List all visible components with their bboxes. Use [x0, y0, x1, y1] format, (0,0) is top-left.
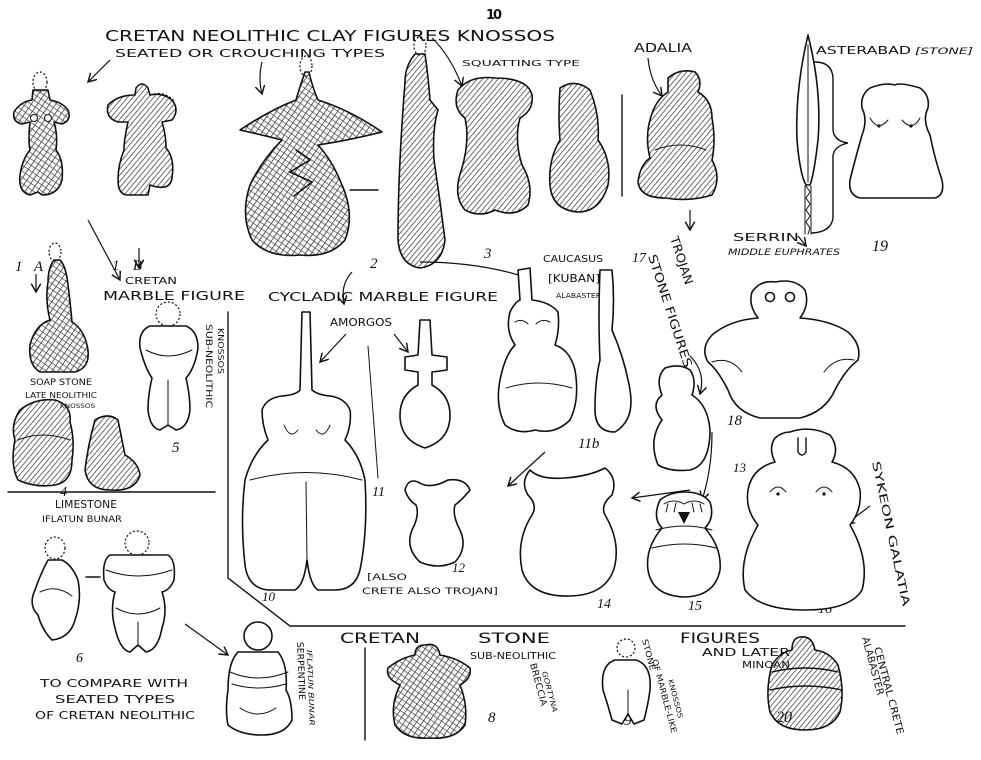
- label-cretan-marble-2: MARBLE FIGURE: [103, 289, 245, 303]
- figure-3-front: [456, 78, 532, 215]
- label-serpentine: SERPENTINE: [294, 642, 306, 701]
- figure-8-breccia: [388, 644, 471, 738]
- figure-19-asterabad: [850, 84, 943, 198]
- label-kuban: [KUBAN]: [548, 272, 600, 285]
- figure-number-5: 5: [172, 440, 180, 456]
- figure-16-sykeon: [743, 429, 864, 610]
- label-iflatun-bunar-serpentine: IFLATUN BUNAR: [305, 650, 316, 726]
- figure-number-6: 6: [76, 651, 83, 666]
- label-compare-2: SEATED TYPES: [55, 693, 175, 706]
- label-iflatun-bunar-limestone: IFLATUN BUNAR: [42, 515, 122, 525]
- label-compare-3: OF CRETAN NEOLITHIC: [35, 709, 195, 722]
- figure-number-11b: 11b: [578, 436, 600, 452]
- label-sub-neolithic-knossos-1: SUB-NEOLITHIC: [203, 324, 213, 408]
- figure-4-front: [13, 400, 73, 486]
- label-asterabad-material: [STONE]: [915, 47, 974, 57]
- label-cretan-stone-1: CRETAN: [340, 631, 420, 647]
- figure-10-cycladic: [243, 312, 366, 590]
- label-amorgos: AMORGOS: [330, 316, 392, 329]
- label-sub-neolithic-knossos-2: KNOSSOS: [216, 328, 225, 374]
- label-trojan: TROJAN: [667, 234, 696, 287]
- label-caucasus: CAUCASUS: [543, 254, 603, 265]
- figure-6-front: [104, 531, 175, 652]
- plate-title: CRETAN NEOLITHIC CLAY FIGURES KNOSSOS: [105, 27, 555, 45]
- label-serrin: SERRIN: [733, 231, 799, 244]
- figure-number-13: 13: [733, 460, 747, 475]
- figure-number-14: 14: [597, 597, 611, 612]
- figure-11b-caucasus-side: [595, 270, 631, 432]
- figure-2-side: [398, 37, 445, 268]
- figure-7-serpentine: [227, 622, 293, 735]
- label-asterabad: ASTERABAD: [816, 44, 911, 57]
- label-cretan-stone-2: STONE: [478, 631, 550, 647]
- figure-6-side: [32, 537, 79, 640]
- figure-number-3: 3: [483, 246, 492, 262]
- label-middle-euphrates: MIDDLE EUPHRATES: [728, 248, 840, 258]
- spearhead-serrin: [797, 35, 819, 234]
- figure-number-19: 19: [872, 238, 888, 255]
- plate-subtitle: SEATED OR CROUCHING TYPES: [115, 47, 385, 60]
- label-alabaster-caucasus: ALABASTER: [556, 292, 601, 300]
- figure-1a: [14, 72, 69, 195]
- figure-1b: [107, 84, 176, 195]
- figure-18: [705, 281, 859, 418]
- label-cretan-marble-1: CRETAN: [125, 276, 177, 287]
- figure-3-side: [550, 83, 609, 212]
- figure-12: [405, 480, 470, 566]
- label-adalia: ADALIA: [634, 41, 693, 55]
- figure-9-marble-like: [603, 639, 651, 724]
- label-sykeon-galatia: SYKEON GALATIA: [869, 460, 913, 608]
- figure-number-1a: 1 A: [15, 259, 44, 275]
- label-cycladic: CYCLADIC MARBLE FIGURE: [268, 290, 498, 304]
- figure-4-side: [85, 416, 140, 490]
- figure-number-2: 2: [370, 256, 378, 272]
- figure-number-17: 17: [632, 251, 647, 266]
- figure-number-11: 11: [372, 485, 385, 500]
- label-squatting-type: SQUATTING TYPE: [462, 59, 580, 68]
- figure-number-8: 8: [488, 710, 496, 726]
- label-breccia-period: SUB-NEOLITHIC: [470, 651, 556, 662]
- page-number: 10: [486, 8, 502, 23]
- label-cretan-stone-3: FIGURES: [680, 631, 760, 647]
- figure-5-cretan-marble: [140, 302, 198, 430]
- figure-number-15: 15: [688, 599, 702, 614]
- label-also-2: CRETE ALSO TROJAN]: [362, 587, 498, 597]
- figure-15: [648, 492, 721, 597]
- figure-2-front: [240, 56, 382, 255]
- figure-number-18: 18: [727, 413, 743, 429]
- label-compare-1: TO COMPARE WITH: [39, 677, 188, 690]
- label-soap-stone: SOAP STONE: [30, 378, 92, 388]
- figure-number-10: 10: [262, 589, 276, 604]
- figure-11-amorgos: [400, 320, 450, 448]
- figure-14: [520, 468, 616, 596]
- figure-17-adalia: [638, 71, 717, 200]
- label-late-neolithic: LATE NEOLITHIC: [25, 391, 97, 400]
- figure-number-1b: 1 B: [112, 258, 142, 274]
- label-also-1: [ALSO: [367, 573, 407, 583]
